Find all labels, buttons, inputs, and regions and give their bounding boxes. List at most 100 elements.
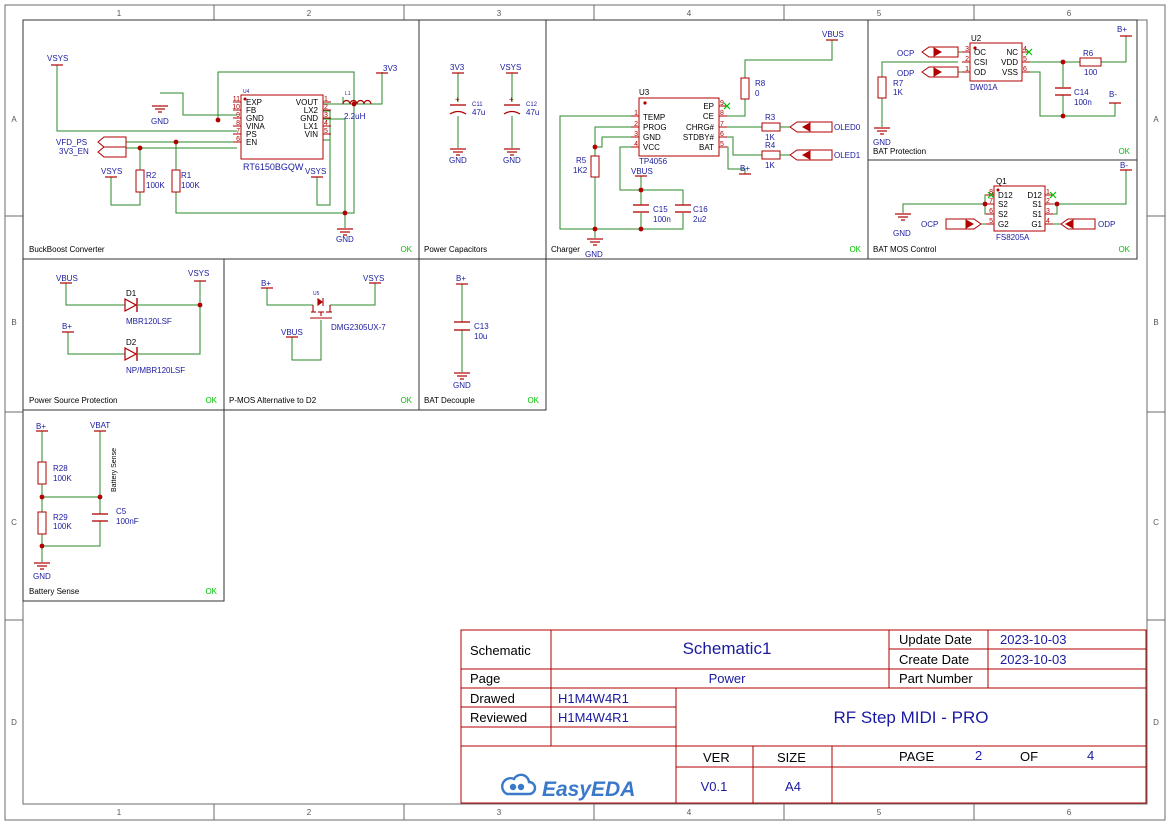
net-gnd-batprot: GND: [873, 138, 891, 147]
resistor-r28: [37, 461, 47, 485]
u4-pinnum-7: 7: [236, 128, 240, 135]
l1-value: 2.2uH: [344, 112, 366, 121]
frame-row-d-right: D: [1153, 718, 1159, 727]
u4-pinnum-10: 10: [232, 104, 240, 111]
q1-pinname-g2: G2: [998, 220, 1009, 229]
u3-pinnum-6: 6: [720, 131, 724, 138]
resistor-r3: [761, 122, 781, 132]
r5-ref: R5: [576, 156, 587, 165]
r6-value: 100: [1084, 68, 1098, 77]
charger-wires: [559, 40, 833, 238]
r29-value: 100K: [53, 522, 72, 531]
c13-value: 10u: [474, 332, 487, 341]
resistor-r7: [877, 76, 887, 99]
net-gnd-c12: GND: [503, 156, 521, 165]
q1-pinnum-3: 3: [1046, 208, 1050, 215]
net-vsys-bb-left: VSYS: [47, 54, 68, 63]
net-bplus-pmos: B+: [261, 279, 271, 288]
q1-pinnum-7: 7: [989, 198, 993, 205]
frame-col-2-top: 2: [307, 9, 312, 18]
cap-c11: [449, 104, 467, 115]
block-title-charger: Charger: [551, 245, 580, 254]
r6-ref: R6: [1083, 49, 1094, 58]
u4-pinname-gnd: GND: [246, 114, 264, 123]
diode-d2: [124, 346, 138, 362]
r2-value: 100K: [146, 181, 165, 190]
r4-value: 1K: [765, 161, 775, 170]
gnd-icon-charger: [586, 238, 604, 246]
resistor-r4: [761, 150, 781, 160]
net-vsys-pmos: VSYS: [363, 274, 384, 283]
frame-row-a-right: A: [1153, 115, 1159, 124]
port-vfd-ps-icon: [97, 136, 127, 158]
u3-chip: [631, 97, 731, 157]
tb-schematic-value: Schematic1: [683, 639, 772, 658]
c11-ref: C11: [472, 102, 483, 108]
junctions-charger: [592, 144, 644, 232]
frame-col-3-top: 3: [497, 9, 502, 18]
gnd-icon-batprot: [873, 127, 891, 135]
u4-value: RT6150BGQW: [243, 162, 304, 172]
frame-col-2-bottom: 2: [307, 808, 312, 817]
u3-pinname-ce: CE: [703, 112, 714, 121]
cap-c13: [454, 321, 470, 331]
r2-ref: R2: [146, 171, 157, 180]
u4-pinname-vout: VOUT: [296, 98, 318, 107]
frame-col-6-top: 6: [1067, 9, 1072, 18]
u2-pinname-csi: CSI: [974, 58, 987, 67]
r3-value: 1K: [765, 133, 775, 142]
block-status-batmos: OK: [1118, 245, 1130, 254]
c5-value: 100nF: [116, 517, 139, 526]
gnd-icon-batsense: [33, 562, 51, 570]
u3-pinnum-4: 4: [634, 141, 638, 148]
net-gnd-batdec: GND: [453, 381, 471, 390]
frame-row-d-left: D: [11, 718, 17, 727]
svg-text:+: +: [509, 95, 514, 104]
net-bplus-charger: B+: [740, 164, 750, 173]
block-status-batdec: OK: [527, 396, 539, 405]
u4-pinname-vin: VIN: [305, 130, 319, 139]
tb-drawed-value: H1M4W4R1: [558, 691, 629, 706]
block-borders: [22, 19, 1138, 602]
u4-pinnum-4: 4: [324, 120, 328, 127]
net-vbus-pmos: VBUS: [281, 328, 303, 337]
u4-pinname-vina: VINA: [246, 122, 265, 131]
tb-of-value: 4: [1087, 748, 1094, 763]
u3-pinnum-3: 3: [634, 131, 638, 138]
q1-pinnum-8: 8: [989, 189, 993, 196]
u4-pinname-ps: PS: [246, 130, 257, 139]
r8-ref: R8: [755, 79, 766, 88]
q1-pinname-g1: G1: [1031, 220, 1042, 229]
r7-ref: R7: [893, 79, 904, 88]
tb-update-label: Update Date: [899, 632, 972, 647]
easyeda-logo-text: EasyEDA: [542, 778, 635, 801]
u2-pinnum-1: 1: [965, 66, 969, 73]
u3-pinname-ep: EP: [703, 102, 714, 111]
q1-value: FS8205A: [996, 233, 1030, 242]
d1-ref: D1: [126, 289, 137, 298]
tb-ver-label: VER: [703, 750, 730, 765]
net-odp-batprot: ODP: [897, 69, 914, 78]
u4-pinnum-11: 11: [233, 96, 240, 103]
u2-pinname-vss: VSS: [1002, 68, 1018, 77]
u3-pinnum-7: 7: [720, 121, 724, 128]
tb-partnum-label: Part Number: [899, 671, 973, 686]
r8-value: 0: [755, 89, 760, 98]
frame-row-c-right: C: [1153, 518, 1159, 527]
tb-create-value: 2023-10-03: [1000, 652, 1067, 667]
net-bplus-batsense: B+: [36, 422, 46, 431]
net-vsys-bb-right: VSYS: [305, 167, 326, 176]
resistor-r5: [590, 155, 600, 178]
net-ocp-batprot: OCP: [897, 49, 914, 58]
q1-pinname-d12-l: D12: [998, 191, 1013, 200]
block-title-psprot: Power Source Protection: [29, 396, 118, 405]
cap-c16: [675, 204, 691, 213]
frame-row-c-left: C: [11, 518, 17, 527]
block-status-psprot: OK: [205, 396, 217, 405]
net-oled1: OLED1: [834, 151, 861, 160]
u3-pinname-gnd: GND: [643, 133, 661, 142]
block-title-batprot: BAT Protection: [873, 147, 926, 156]
net-vbus-charger: VBUS: [822, 30, 844, 39]
q1-pinname-s1-a: S1: [1032, 200, 1042, 209]
resistor-r29: [37, 511, 47, 535]
